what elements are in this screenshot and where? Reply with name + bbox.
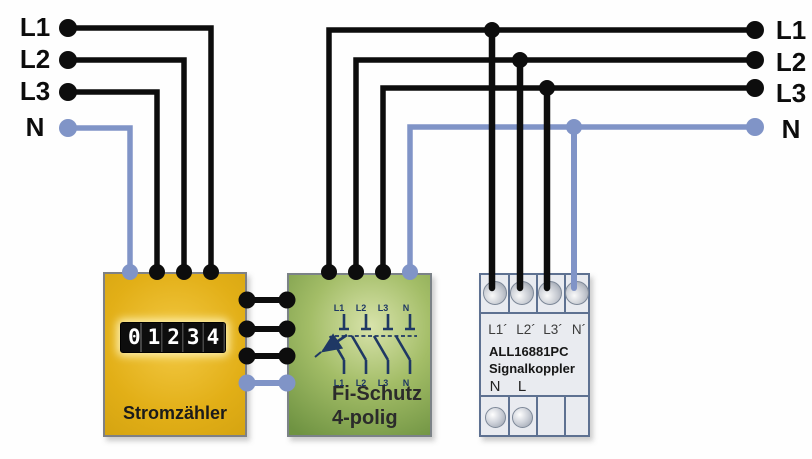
label-right-l2: L2	[775, 47, 807, 77]
coupler-device-name: Signalkoppler	[489, 361, 575, 376]
coupler-terminal-label-n: N´	[571, 322, 587, 337]
meter-counter-display: 01234	[120, 322, 226, 353]
label-left-l2: L2	[19, 44, 51, 74]
wire-l2-feed	[59, 51, 192, 280]
rcd-title-line2: 4-polig	[332, 407, 398, 429]
wire-n-feed	[59, 119, 138, 280]
rcd-trip-arrow	[314, 333, 348, 358]
screw-terminal-n-out	[485, 407, 506, 428]
terminal-divider	[536, 275, 538, 312]
terminal-divider	[508, 275, 510, 312]
rcd-title: Fi-Schutz 4-polig	[332, 382, 422, 430]
label-right-n: N	[781, 114, 801, 144]
rcd-pole-bottom-n: N	[403, 378, 410, 388]
screw-terminal-l1	[483, 281, 507, 305]
rcd-title-line1: Fi-Schutz	[332, 383, 422, 405]
rcd-pole-bottom-l1: L1	[334, 378, 345, 388]
label-left-l3: L3	[19, 76, 51, 106]
rcd-pole-top-l3: L3	[378, 303, 389, 313]
screw-terminal-l-out	[512, 407, 533, 428]
rcd-pole-bottom-l2: L2	[356, 378, 367, 388]
terminal-divider	[564, 397, 566, 435]
label-right-l3: L3	[775, 78, 807, 108]
coupler-bottom-label-l: L	[517, 378, 527, 395]
wire-l1-feed	[59, 19, 219, 280]
electricity-meter-box: 01234 Stromzähler	[103, 272, 247, 437]
rcd-pole-top-l2: L2	[356, 303, 367, 313]
rcd-pole-top-n: N	[403, 303, 410, 313]
label-right-l1: L1	[775, 15, 807, 45]
coupler-model: ALL16881PC	[489, 344, 569, 359]
rcd-pole-top-l1: L1	[334, 303, 345, 313]
screw-terminal-l3	[538, 281, 562, 305]
label-left-l1: L1	[19, 12, 51, 42]
terminal-divider	[508, 397, 510, 435]
coupler-terminal-label-l1: L1´	[488, 322, 508, 337]
wire-l2-out	[348, 51, 764, 280]
terminal-divider	[536, 397, 538, 435]
coupler-tap-wires	[484, 22, 582, 292]
rcd-box: L1 L2 L3 N L1 L2 L3 N Fi-	[287, 273, 432, 437]
screw-terminal-n	[565, 281, 589, 305]
label-left-n: N	[25, 112, 45, 142]
meter-label: Stromzähler	[122, 403, 228, 423]
coupler-bottom-label-n: N	[489, 378, 501, 395]
coupler-terminal-label-l2: L2´	[516, 322, 536, 337]
signal-coupler-box: L1´ L2´ L3´ N´ ALL16881PC Signalkoppler …	[479, 273, 590, 437]
rcd-pole-contacts	[328, 314, 415, 374]
wire-n-out	[402, 118, 764, 280]
coupler-bottom-terminal-strip	[481, 395, 588, 435]
coupler-terminal-label-l3: L3´	[543, 322, 563, 337]
rcd-breaker-symbol: L1 L2 L3 N L1 L2 L3 N	[314, 303, 417, 388]
wire-l3-out	[375, 79, 764, 280]
coupler-top-terminal-strip	[481, 275, 589, 314]
rcd-pole-bottom-l3: L3	[378, 378, 389, 388]
wire-l3-feed	[59, 83, 165, 280]
screw-terminal-l2	[510, 281, 534, 305]
wire-l1-out	[321, 21, 764, 280]
